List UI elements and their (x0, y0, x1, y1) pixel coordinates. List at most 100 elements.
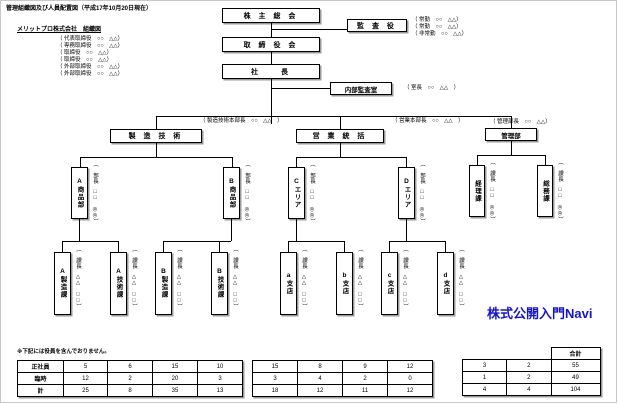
box-technology-section-a-label: A技術課 (115, 268, 122, 299)
page-title: 管理組織図及び人員配置図（平成17年10月20日現在） (6, 6, 153, 12)
cell: 2 (107, 372, 153, 385)
cell: 15 (252, 360, 298, 373)
connector (62, 241, 118, 242)
director-item: （ 外部取締役 ○○ △△） (57, 71, 124, 77)
table-row: 3 2 55 (462, 359, 601, 372)
box-branch-a-label: a支店 (285, 272, 292, 295)
connector (219, 241, 220, 252)
connector (477, 155, 545, 156)
cell: 1 (462, 371, 507, 384)
cell: 0 (387, 372, 433, 385)
cell: 2 (506, 371, 552, 384)
product-dept-a-note: （ 部長 □□ ◎◎） (92, 161, 98, 224)
connector (163, 241, 231, 242)
cell: 3 (252, 372, 298, 385)
cell: 8 (107, 384, 153, 397)
connector (389, 241, 445, 242)
cell: 6 (107, 360, 153, 373)
cell: 104 (550, 383, 601, 396)
box-manufacturing-section-b: B製造課 (155, 252, 172, 315)
table-row: 1 2 49 (462, 371, 601, 384)
box-product-dept-a-label: A商品部 (76, 177, 83, 209)
box-accounting-section-label: 経理課 (473, 179, 481, 203)
auditor-member: （ 常勤 ○○ △△） (412, 24, 462, 30)
cell: 12 (387, 384, 433, 397)
cell: 3 (462, 359, 507, 372)
technology-section-b-note: （ 課長 △△ □□） (232, 246, 238, 309)
connector (271, 23, 272, 37)
connector (296, 157, 297, 167)
technology-section-a-note: （ 課長 △△ □□） (131, 246, 137, 309)
branch-a-note: （ 課長 △△ □□） (301, 246, 307, 309)
box-auditor: 監 査 役 (347, 19, 407, 32)
branch-b-note: （ 課長 △△ □□） (357, 246, 363, 309)
box-branch-b-label: b支店 (341, 272, 348, 295)
branch-c-note: （ 課長 △△ □□） (402, 246, 408, 309)
cell: 10 (197, 360, 243, 373)
box-technology-section-a: A技術課 (110, 252, 127, 315)
connector (340, 143, 341, 157)
cell: 12 (297, 384, 343, 397)
manufacturing-section-a-note: （ 課長 △△ □□） (75, 246, 81, 309)
cell: 4 (506, 383, 552, 396)
box-product-dept-a: A商品部 (71, 167, 88, 219)
auditor-member: （ 常勤 ○○ △△） (412, 17, 462, 23)
table-footnote: ※下記には役員を含んでおりません。 (17, 349, 110, 355)
connector (271, 29, 347, 30)
box-branch-c: c支店 (381, 252, 398, 315)
connector (389, 241, 390, 252)
box-branch-d-label: d支店 (442, 272, 449, 295)
box-internal-audit-office: 内部監査室 (330, 82, 392, 95)
auditor-member-list: （ 常勤 ○○ △△） （ 常勤 ○○ △△） （ 非常勤 ○○ △△） (412, 17, 467, 38)
box-branch-d: d支店 (437, 252, 454, 315)
manufacturing-section-b-note: （ 課長 △△ □□） (176, 246, 182, 309)
company-name: メリットプロ株式会社 組織図 (17, 27, 102, 33)
cell: 11 (342, 384, 388, 397)
cell: 15 (152, 360, 198, 373)
box-general-affairs-section-label: 総務課 (541, 179, 549, 203)
auditor-member: （ 非常勤 ○○ △△） (412, 31, 468, 37)
table-row: 15 8 9 12 (252, 360, 433, 373)
connector (271, 52, 272, 64)
connector (288, 241, 289, 252)
cell: 12 (387, 360, 433, 373)
cell: 4 (297, 372, 343, 385)
cell: 2 (342, 372, 388, 385)
director-list: （ 代表取締役 ○○ △△） （ 専務取締役 ○○ △△） （ 取締役 ○○ △… (57, 36, 123, 78)
box-shareholders-meeting: 株 主 総 会 (222, 8, 320, 23)
table-row: 計 25 8 35 13 (17, 384, 243, 397)
area-d-note: （ 部長 □□ ◎◎） (419, 161, 425, 224)
sales-management-note: （ 営業本部長 ○○ △△ ） (392, 118, 464, 124)
box-manufacturing-section-a-label: A製造課 (59, 268, 66, 299)
brand-logo-text: 株式公開入門Navi (487, 306, 593, 321)
box-manufacturing-section-a: A製造課 (54, 252, 71, 315)
spacer-cell (507, 348, 552, 360)
cell: 4 (462, 383, 507, 396)
cell: 9 (342, 360, 388, 373)
connector (79, 219, 80, 241)
manufacturing-technology-note: （ 製造技術本部長 ○○ △△ ） (200, 118, 283, 124)
box-manufacturing-section-b-label: B製造課 (160, 268, 167, 299)
table-header-row: 合計 (463, 347, 601, 360)
connector (62, 241, 63, 252)
row-label-temporary: 臨時 (17, 372, 64, 385)
connector (271, 79, 272, 124)
box-product-dept-b: B商品部 (223, 167, 240, 219)
general-affairs-section-note: （ 課長 □□ ◎◎） (557, 159, 563, 222)
connector (156, 116, 157, 129)
table-row: 4 4 104 (462, 383, 601, 396)
connector (118, 241, 119, 252)
accounting-section-note: （ 課長 □□ ◎◎） (489, 159, 495, 222)
area-c-note: （ 部長 □□ ◎◎） (309, 161, 315, 224)
box-area-d: Dエリア (398, 167, 415, 219)
connector (232, 157, 233, 167)
product-dept-b-note: （ 部長 □□ ◎◎） (244, 161, 250, 224)
connector (296, 157, 406, 158)
box-sales-management: 営 業 統 括 (296, 129, 384, 143)
column-header-total: 合計 (550, 347, 601, 360)
connector (156, 143, 157, 157)
connector (271, 88, 330, 89)
table-row: 臨時 12 2 20 3 (17, 372, 243, 385)
box-technology-section-b-label: B技術課 (216, 268, 223, 299)
director-item: （ 専務取締役 ○○ △△） (57, 43, 124, 49)
